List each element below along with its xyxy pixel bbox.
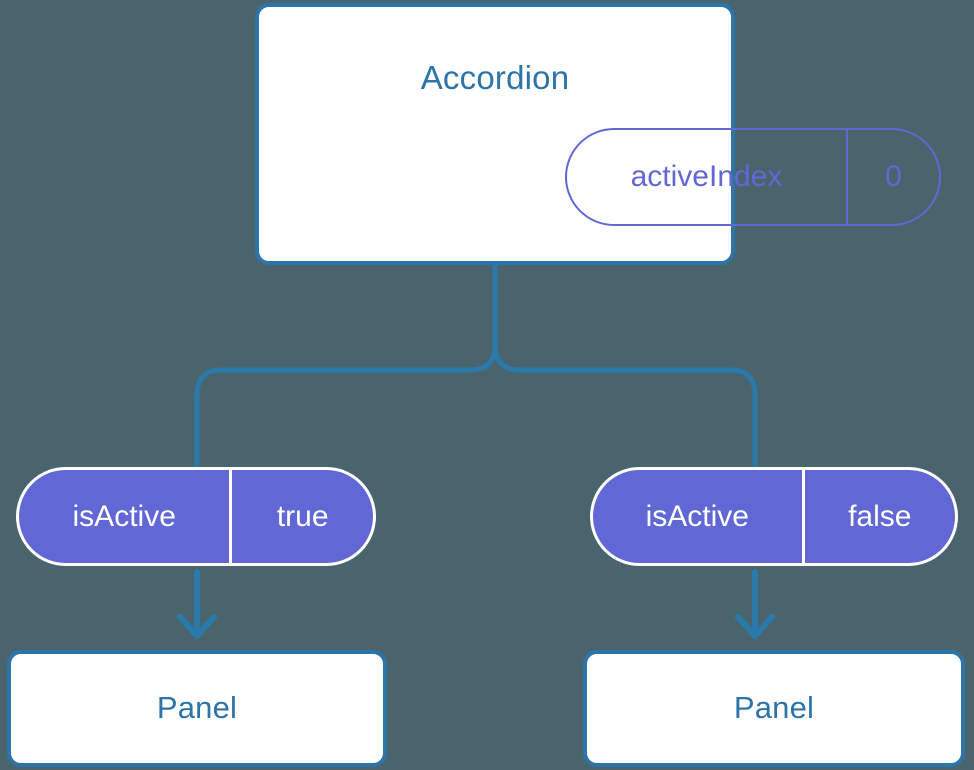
arrow-head-left-icon	[177, 614, 217, 639]
state-pill-is-active-true[interactable]: isActive true	[16, 467, 376, 566]
state-value-is-active-right: false	[801, 470, 955, 563]
accordion-title: Accordion	[420, 59, 570, 96]
panel-card-right[interactable]: Panel	[583, 650, 965, 767]
arrow-head-right-icon	[735, 614, 775, 639]
prop-key-active-index: activeIndex	[630, 160, 783, 193]
state-value-is-active-left: true	[229, 470, 373, 563]
panel-card-left[interactable]: Panel	[7, 650, 387, 767]
prop-value-active-index: 0	[845, 130, 939, 224]
state-key-is-active-right: isActive	[645, 499, 749, 533]
prop-pill-active-index[interactable]: activeIndex 0	[565, 128, 941, 226]
state-key-is-active-left: isActive	[72, 499, 176, 533]
state-pill-is-active-false[interactable]: isActive false	[590, 467, 958, 566]
panel-title-left: Panel	[156, 690, 238, 725]
branch-line-left	[194, 262, 498, 470]
panel-title-right: Panel	[733, 690, 815, 725]
branch-line-right	[492, 262, 758, 470]
accordion-component-card[interactable]: Accordion activeIndex 0	[255, 3, 941, 265]
